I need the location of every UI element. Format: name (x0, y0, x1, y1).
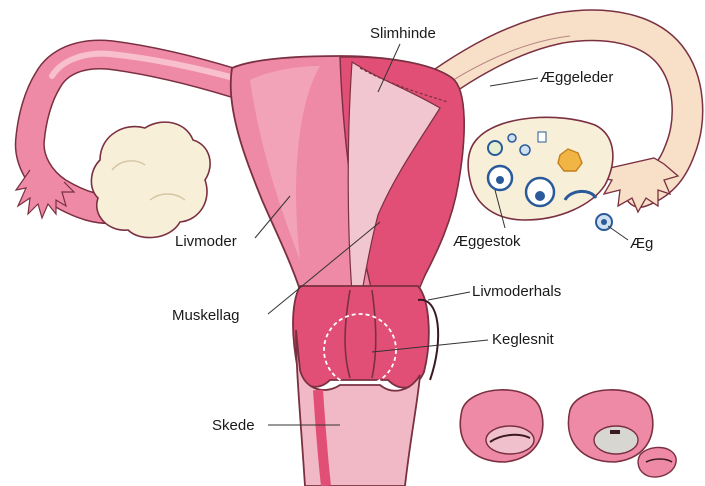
cone-illustration-2 (568, 390, 676, 477)
label-slimhinde: Slimhinde (370, 26, 436, 41)
label-livmoder: Livmoder (175, 234, 237, 249)
left-ovary (91, 122, 210, 237)
label-muskellag: Muskellag (172, 308, 240, 323)
uterus (231, 56, 464, 292)
label-livmoderhals: Livmoderhals (472, 284, 561, 299)
cone-illustration-1 (460, 390, 543, 462)
label-aeg: Æg (630, 236, 653, 251)
ovary-section (468, 117, 613, 220)
label-skede: Skede (212, 418, 255, 433)
label-aeggeleder: Æggeleder (540, 70, 613, 85)
cervix (293, 286, 438, 388)
label-keglesnit: Keglesnit (492, 332, 554, 347)
label-aeggestok: Æggestok (453, 234, 521, 249)
